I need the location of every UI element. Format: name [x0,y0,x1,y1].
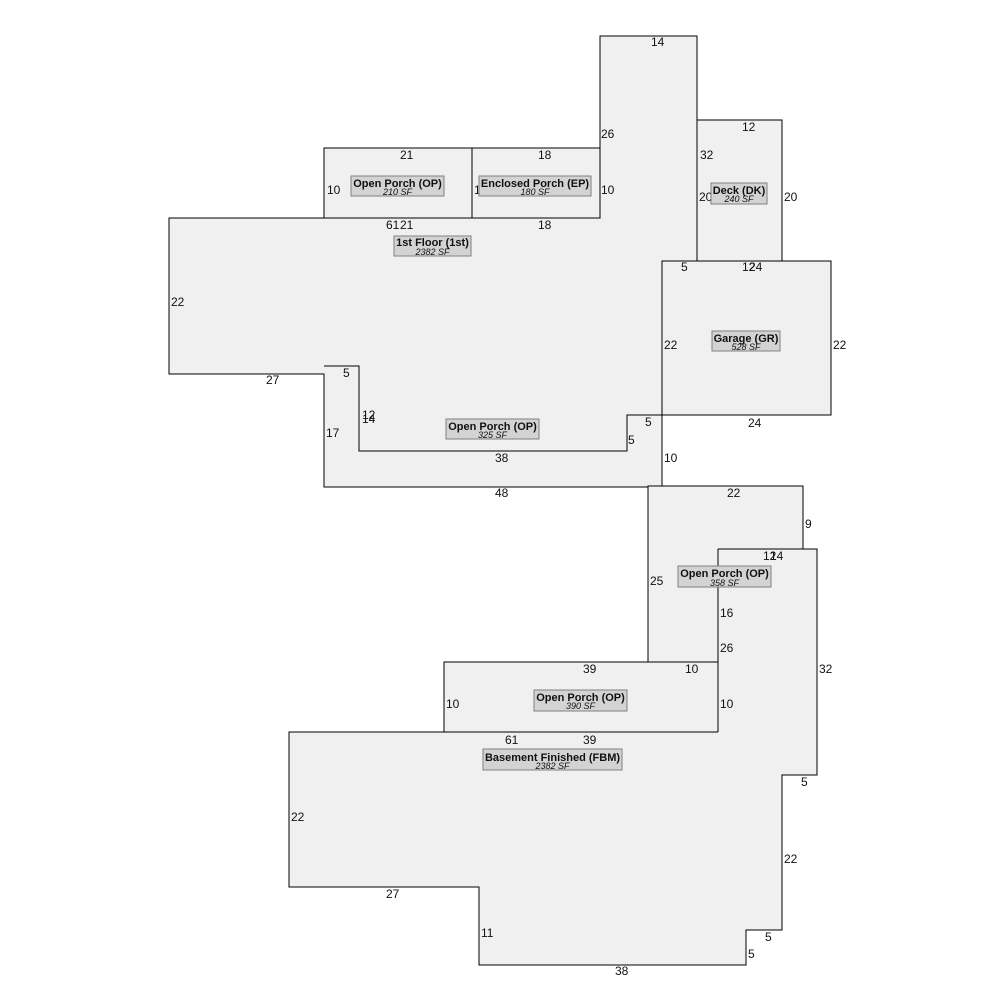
label-area: 2382 SF [414,247,450,257]
dim-op-south-12: 12 [362,408,376,422]
label-name: Open Porch (OP) [536,692,625,704]
label-name: Open Porch (OP) [680,568,769,580]
label-area: 358 SF [710,578,740,588]
dim-b-op-14: 14 [770,549,784,563]
dim-op-south-left: 17 [326,426,340,440]
dim-b-op-left: 25 [650,574,664,588]
dim-deck-right: 20 [784,190,798,204]
dim-b-bottom-38: 38 [615,964,629,978]
dim-deck-left: 20 [699,190,713,204]
dim-b-right: 32 [819,662,833,676]
dim-b-op-12: 12 [763,549,777,563]
label-area: 210 SF [382,187,413,197]
dim-b-op-n-top: 39 [583,662,597,676]
label-name: Garage (GR) [714,333,779,345]
dim-op-south-step-a: 5 [645,415,652,429]
dim-garage-top-24: 24 [749,260,763,274]
dim-op-south-top: 5 [343,366,350,380]
basement-finished-area[interactable] [288,485,818,966]
dim-b-op-right: 9 [805,517,812,531]
dim-op-south-step-b: 5 [628,433,635,447]
dim-deck-bottom: 12 [742,260,756,274]
dim-garage-left: 22 [664,338,678,352]
label-name: Open Porch (OP) [353,178,442,190]
dim-garage-right: 22 [833,338,847,352]
label-garage: Garage (GR) 528 SF [711,330,781,352]
dim-b-right-22: 22 [784,852,798,866]
label-name: Deck (DK) [713,185,766,197]
dim-tower-left: 26 [601,127,615,141]
dim-b-op-n-right: 10 [720,697,734,711]
dim-b-op-n-10a: 10 [685,662,699,676]
dim-ep-bottom: 18 [538,218,552,232]
dim-first-left: 22 [171,295,185,309]
dim-op-north-left: 10 [327,183,341,197]
label-basement-finished: Basement Finished (FBM) 2382 SF [482,748,623,771]
label-name: Open Porch (OP) [448,421,537,433]
label-name: Basement Finished (FBM) [485,752,620,764]
label-first-floor: 1st Floor (1st) 2382 SF [393,235,472,257]
label-open-porch-south: Open Porch (OP) 325 SF [445,418,540,440]
dim-b-op-16: 16 [720,606,734,620]
dim-op-south-bottom: 48 [495,486,509,500]
label-basement-open-porch-east: Open Porch (OP) 358 SF [677,565,772,588]
dim-b-step-5c: 5 [801,775,808,789]
dim-b-step-5b: 5 [765,930,772,944]
label-name: 1st Floor (1st) [396,237,469,249]
dim-b-bottom-27: 27 [386,887,400,901]
dim-b-left: 22 [291,810,305,824]
label-area: 240 SF [723,194,754,204]
label-area: 528 SF [731,342,761,352]
dim-ep-right: 10 [601,183,615,197]
dim-b-notch: 11 [481,926,494,940]
dim-garage-bottom: 24 [748,416,762,430]
dim-deck-top: 12 [742,120,756,134]
dim-b-op-top: 22 [727,486,741,500]
label-area: 180 SF [520,187,550,197]
label-deck: Deck (DK) 240 SF [710,182,768,205]
dim-tower-right: 32 [700,148,714,162]
dim-b-top-61: 61 [505,733,519,747]
dim-op-south-14: 14 [362,412,376,426]
label-enclosed-porch: Enclosed Porch (EP) 180 SF [478,175,592,197]
dim-first-top-61: 61 [386,218,400,232]
label-area: 390 SF [566,701,596,711]
label-area: 325 SF [478,430,508,440]
dim-b-top-39: 39 [583,733,597,747]
dim-ep-left-partial: 1 [474,183,481,197]
first-floor-area[interactable] [168,35,698,488]
label-name: Enclosed Porch (EP) [481,178,590,190]
dim-op-north-top: 21 [400,148,414,162]
label-open-porch-north: Open Porch (OP) 210 SF [350,175,445,197]
open-porch-south-outline [324,365,662,452]
dim-garage-stem: 10 [664,451,678,465]
dim-ep-top: 18 [538,148,552,162]
dim-b-op-n-left: 10 [446,697,460,711]
dim-first-top-21: 21 [400,218,414,232]
label-area: 2382 SF [534,761,570,771]
dim-first-bottom: 27 [266,373,280,387]
dim-op-south-inner: 38 [495,451,509,465]
label-basement-open-porch-north: Open Porch (OP) 390 SF [533,689,628,712]
dim-garage-top-left: 5 [681,260,688,274]
dim-b-step-5a: 5 [748,947,755,961]
dim-b-op-26: 26 [720,641,734,655]
dim-tower-top: 14 [651,35,665,49]
